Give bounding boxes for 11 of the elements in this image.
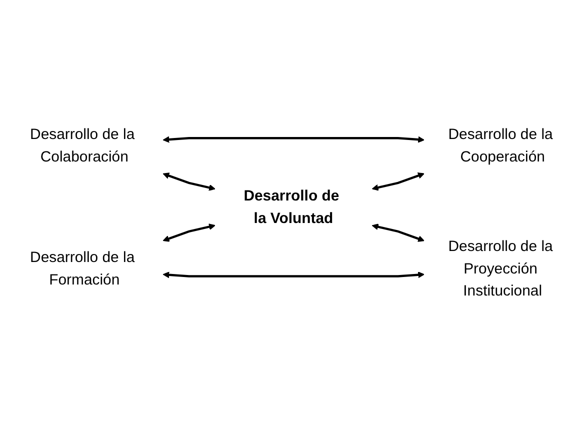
arrow xyxy=(162,172,216,191)
node-text: Desarrollo de la Colaboración xyxy=(30,126,135,165)
node-text: Desarrollo de la Proyección Institucional xyxy=(448,238,553,300)
node-text: Desarrollo de la Cooperación xyxy=(448,126,553,165)
arrow xyxy=(162,136,424,143)
arrow xyxy=(162,223,216,242)
arrow xyxy=(162,271,424,278)
node-text: Desarrollo de la Formación xyxy=(30,249,135,288)
arrow xyxy=(372,223,424,242)
node-text: Desarrollo de la Voluntad xyxy=(244,187,340,226)
arrow xyxy=(372,172,424,190)
